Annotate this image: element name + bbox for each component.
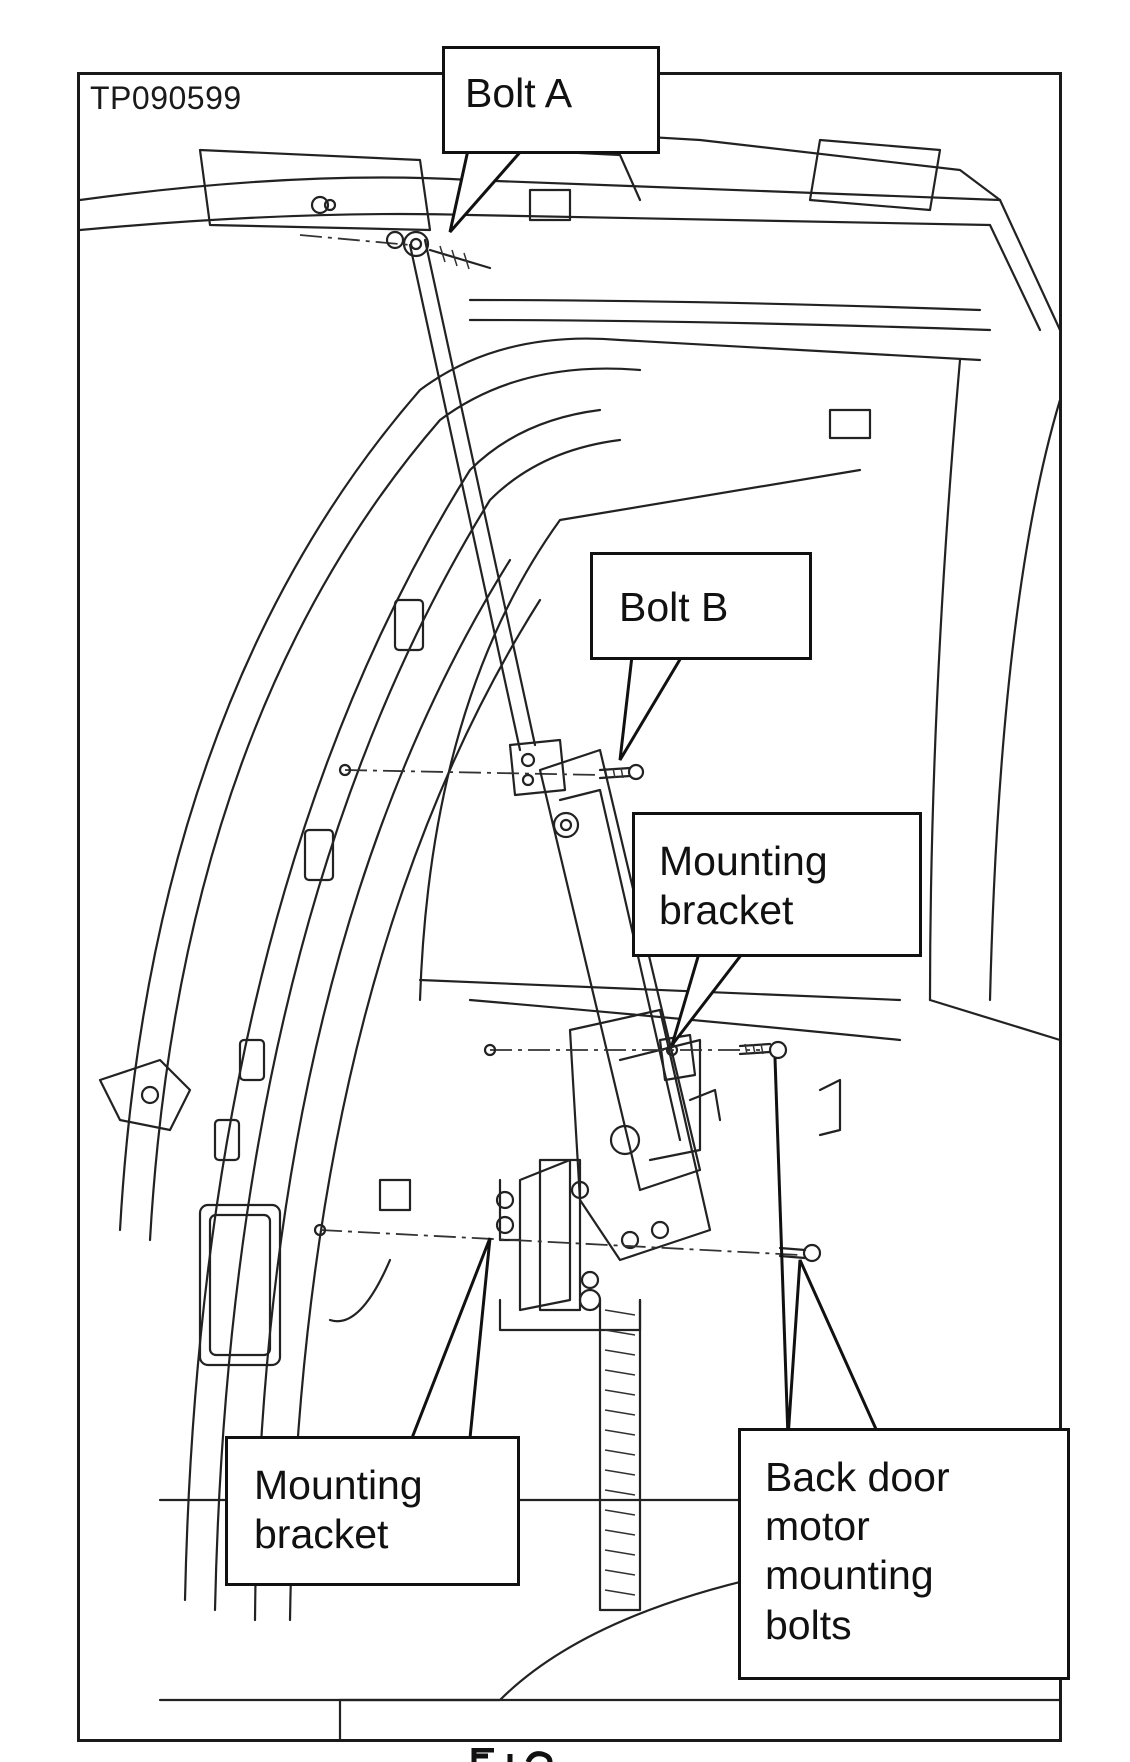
callout-line: bolts	[765, 1601, 852, 1648]
callout-line: motor	[765, 1503, 870, 1550]
callout-bolt-a-text: Bolt A	[465, 70, 573, 116]
callout-bolt-b: Bolt B	[590, 552, 812, 660]
cropped-caption-glyphs	[471, 1748, 553, 1762]
mounting-hardware	[313, 1033, 842, 1323]
callout-bolt-b-text: Bolt B	[619, 584, 729, 630]
figure-id-label: TP090599	[90, 80, 242, 116]
strut-rod	[299, 230, 537, 752]
callout-line: Back door	[765, 1454, 950, 1500]
callout-line: bracket	[254, 1511, 389, 1558]
roof-panel	[78, 128, 1062, 440]
callout-mounting-bracket-upper: Mounting bracket	[632, 812, 922, 957]
callout-line: bracket	[659, 887, 794, 934]
leader-lines	[409, 148, 883, 1440]
callout-bolt-a: Bolt A	[442, 46, 660, 154]
cropped-caption-fragment	[470, 1748, 590, 1762]
callout-line: mounting	[765, 1552, 934, 1599]
callout-line: Mounting	[659, 838, 828, 884]
callout-mounting-bracket-lower: Mounting bracket	[225, 1436, 520, 1586]
callout-line: Mounting	[254, 1462, 423, 1508]
callout-motor-bolts: Back door motor mounting bolts	[738, 1428, 1070, 1680]
